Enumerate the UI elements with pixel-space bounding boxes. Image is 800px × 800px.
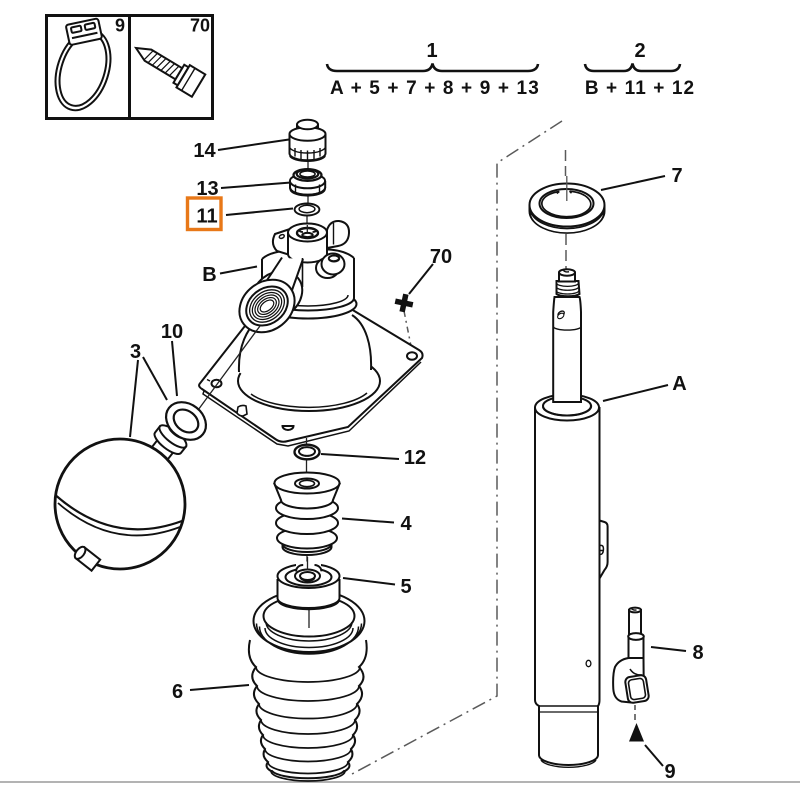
svg-text:7: 7 — [671, 165, 682, 187]
svg-text:1: 1 — [426, 40, 437, 62]
svg-text:B + 11 + 12: B + 11 + 12 — [585, 78, 695, 99]
svg-text:A + 5 + 7 + 8 + 9 + 13: A + 5 + 7 + 8 + 9 + 13 — [330, 78, 540, 99]
svg-text:14: 14 — [193, 140, 216, 162]
svg-text:9: 9 — [664, 761, 675, 783]
svg-text:12: 12 — [404, 447, 426, 469]
svg-text:13: 13 — [196, 178, 218, 200]
svg-text:11: 11 — [196, 206, 217, 228]
svg-text:70: 70 — [430, 246, 452, 268]
svg-text:5: 5 — [400, 576, 411, 598]
svg-text:B: B — [202, 264, 216, 286]
svg-text:70: 70 — [190, 16, 210, 36]
svg-text:6: 6 — [172, 681, 183, 703]
svg-text:A: A — [672, 373, 686, 395]
svg-text:4: 4 — [400, 513, 412, 535]
svg-text:10: 10 — [161, 321, 183, 343]
svg-text:9: 9 — [115, 16, 125, 36]
svg-text:8: 8 — [692, 642, 703, 664]
svg-text:3: 3 — [130, 341, 141, 363]
svg-text:2: 2 — [634, 40, 645, 62]
